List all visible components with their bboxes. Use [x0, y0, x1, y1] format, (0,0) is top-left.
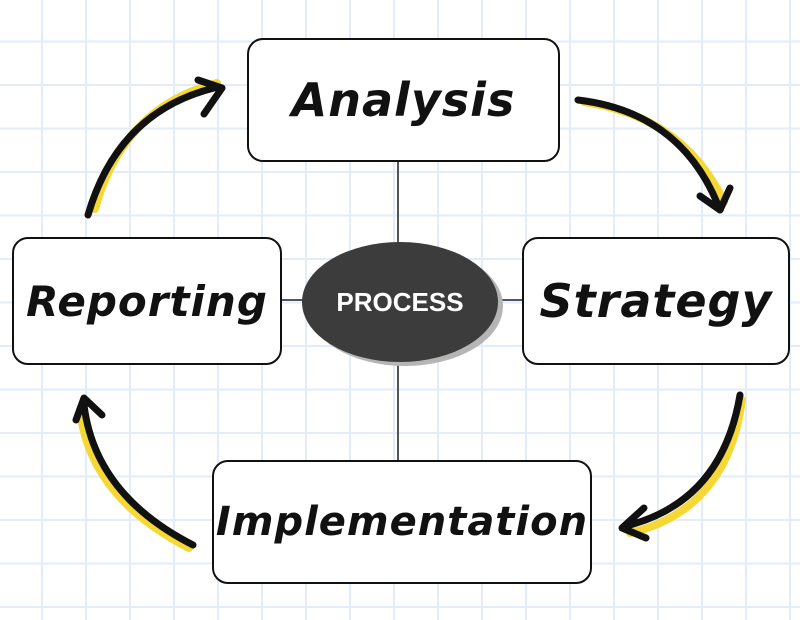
arrow-reporting-to-analysis [84, 76, 226, 219]
stage-label: Strategy [539, 274, 773, 328]
center-label: PROCESS [336, 286, 464, 317]
stage-label: Analysis [291, 73, 516, 127]
arrow-implementation-to-reporting [72, 394, 197, 552]
center-node: PROCESS [302, 242, 498, 362]
stage-label: Implementation [215, 499, 589, 545]
stage-reporting[interactable]: Reporting [12, 237, 282, 365]
arrow-strategy-to-implementation [618, 391, 746, 542]
stage-implementation[interactable]: Implementation [212, 460, 592, 584]
stage-analysis[interactable]: Analysis [247, 38, 560, 162]
stage-label: Reporting [26, 276, 268, 326]
arrow-analysis-to-strategy [574, 96, 734, 214]
stage-strategy[interactable]: Strategy [522, 237, 790, 365]
